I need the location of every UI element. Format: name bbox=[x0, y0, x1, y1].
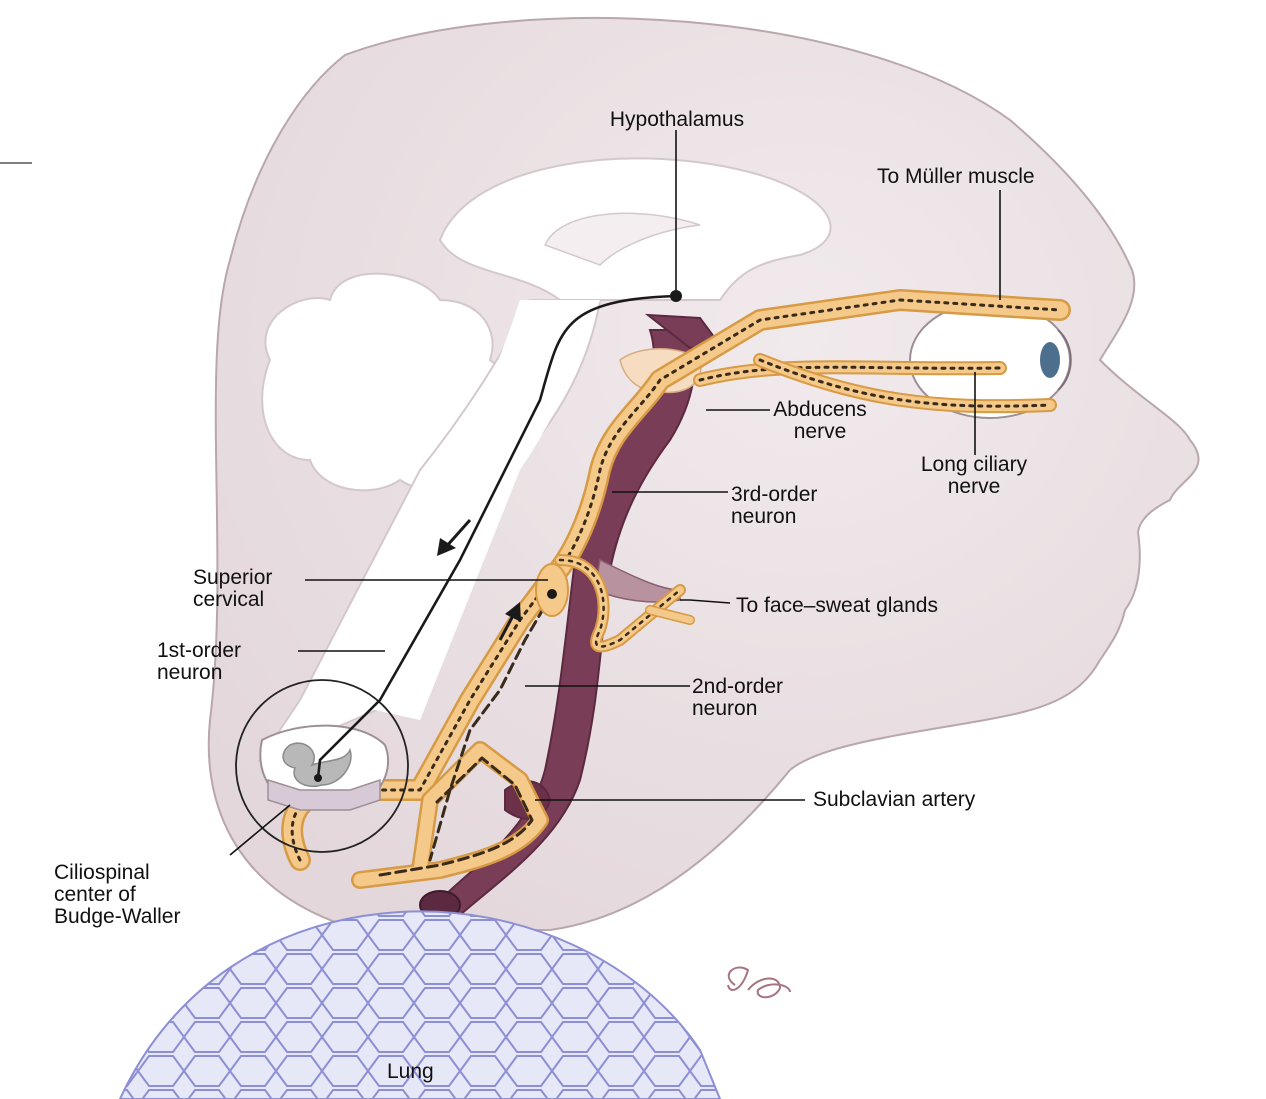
label-third-order-neuron: 3rd-order neuron bbox=[731, 484, 817, 528]
label-hypothalamus: Hypothalamus bbox=[577, 109, 777, 131]
label-to-face-sweat-glands: To face–sweat glands bbox=[736, 595, 938, 617]
label-abducens-nerve: Abducens nerve bbox=[770, 399, 870, 443]
iris bbox=[1040, 342, 1060, 378]
spinal-cord-section bbox=[260, 726, 388, 810]
hypothalamus-node bbox=[670, 290, 682, 302]
label-ciliospinal-center: Ciliospinal center of Budge-Waller bbox=[54, 862, 180, 928]
label-first-order-neuron: 1st-order neuron bbox=[157, 640, 241, 684]
label-second-order-neuron: 2nd-order neuron bbox=[692, 676, 783, 720]
label-lung: Lung bbox=[387, 1061, 434, 1083]
label-subclavian-artery: Subclavian artery bbox=[813, 789, 975, 811]
label-superior-cervical: Superior cervical bbox=[193, 567, 272, 611]
label-long-ciliary-nerve: Long ciliary nerve bbox=[888, 454, 1060, 498]
label-to-muller-muscle: To Müller muscle bbox=[877, 166, 1035, 188]
artist-signature-icon bbox=[728, 968, 790, 998]
